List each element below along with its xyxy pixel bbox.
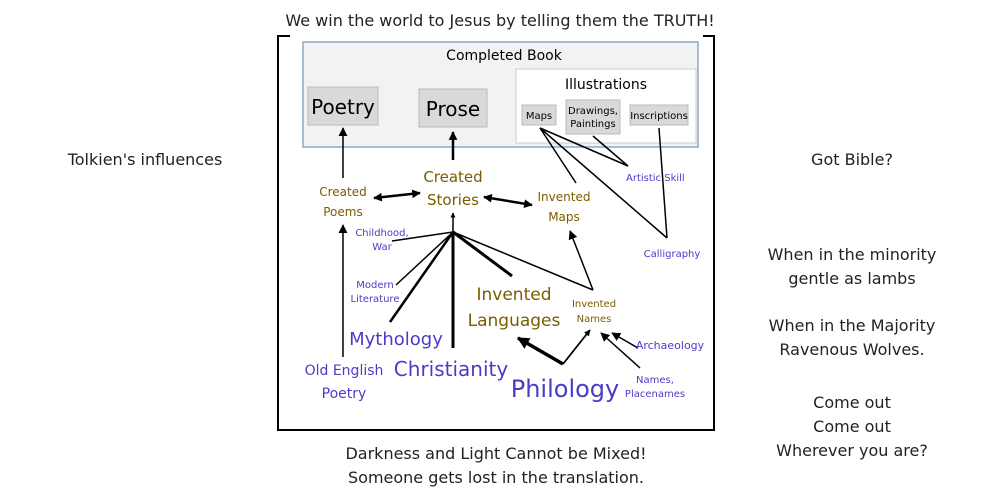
inscriptions-box <box>629 104 689 126</box>
illustrations-label: Illustrations <box>565 77 647 93</box>
invented-languages-line-1: Invented <box>477 285 552 305</box>
arrow-archaeology-names <box>611 332 639 349</box>
maps-box <box>521 104 557 126</box>
drawings-paintings-box <box>565 99 621 135</box>
invented-names-line-2: Names <box>577 314 612 325</box>
arrow-stories-maps <box>483 193 533 209</box>
created-stories-line-1: Created <box>423 168 482 186</box>
line-maps-calligraphy <box>539 127 668 239</box>
line-hub-childhood <box>391 231 454 242</box>
invented-names-line-1: Invented <box>572 299 616 310</box>
arrow-philology-languages <box>516 336 564 366</box>
modern-literature-line-2: Literature <box>351 294 400 305</box>
old-english-poetry-line-1: Old English <box>305 363 384 379</box>
majority-line-1: When in the Majority <box>768 316 936 335</box>
bottom-caption-line-2: Someone gets lost in the translation. <box>348 468 644 487</box>
majority-line-2: Ravenous Wolves. <box>779 340 925 359</box>
right-text-got-bible: Got Bible? <box>811 150 893 169</box>
line-hub-names <box>452 231 594 291</box>
arrow-names-invented-maps <box>568 230 594 291</box>
arrow-poems-stories <box>373 189 421 202</box>
paintings-label: Paintings <box>570 119 615 130</box>
artistic-skill-label: Artistic Skill <box>626 173 685 184</box>
bottom-caption: Darkness and Light Cannot be Mixed! Some… <box>278 442 714 490</box>
archaeology-label: Archaeology <box>636 339 705 352</box>
childhood-war-line-1: Childhood, <box>355 228 408 239</box>
gold-labels: Created Poems Created Stories Invented M… <box>319 168 616 331</box>
mythology-label: Mythology <box>349 329 443 350</box>
come-out-line-3: Wherever you are? <box>776 441 928 460</box>
minority-line-1: When in the minority <box>767 245 937 264</box>
left-text-tolkiens-influences: Tolkien's influences <box>67 150 223 169</box>
invented-languages-line-2: Languages <box>468 311 561 331</box>
right-text-minority: When in the minority gentle as lambs <box>742 243 962 291</box>
come-out-line-1: Come out <box>813 393 891 412</box>
diagram-arrows <box>338 127 668 369</box>
created-poems-line-2: Poems <box>323 205 362 219</box>
line-hub-mythology <box>388 231 455 323</box>
come-out-line-2: Come out <box>813 417 891 436</box>
arrow-philology-names <box>562 329 591 365</box>
bottom-caption-line-1: Darkness and Light Cannot be Mixed! <box>345 444 647 463</box>
names-placenames-line-2: Placenames <box>625 389 685 400</box>
modern-literature-line-1: Modern <box>356 280 394 291</box>
line-inscriptions-calligraphy <box>658 127 668 239</box>
prose-label: Prose <box>426 97 480 121</box>
invented-maps-line-1: Invented <box>538 190 591 204</box>
old-english-poetry-line-2: Poetry <box>322 386 367 402</box>
created-poems-line-1: Created <box>319 185 367 199</box>
completed-book-label: Completed Book <box>446 48 563 64</box>
poetry-box <box>307 86 379 126</box>
inscriptions-label: Inscriptions <box>630 111 688 122</box>
line-drawings-artistic <box>592 135 629 167</box>
top-caption: We win the world to Jesus by telling the… <box>285 11 715 30</box>
line-hub-modern <box>395 231 454 286</box>
purple-labels: Artistic Skill Calligraphy Childhood, Wa… <box>305 173 705 403</box>
right-text-come-out: Come out Come out Wherever you are? <box>742 391 962 463</box>
names-placenames-line-1: Names, <box>636 375 674 386</box>
arrow-placenames-names <box>600 332 641 369</box>
calligraphy-label: Calligraphy <box>644 249 701 260</box>
minority-line-2: gentle as lambs <box>788 269 916 288</box>
line-maps-artistic <box>539 127 629 167</box>
line-hub-languages <box>452 230 513 278</box>
drawings-label: Drawings, <box>568 106 618 117</box>
diagram-frame <box>277 35 715 431</box>
invented-maps-line-2: Maps <box>548 210 580 224</box>
christianity-label: Christianity <box>394 357 509 381</box>
right-text-majority: When in the Majority Ravenous Wolves. <box>742 314 962 362</box>
created-stories-line-2: Stories <box>427 191 479 209</box>
maps-label: Maps <box>526 111 552 122</box>
philology-label: Philology <box>511 375 620 403</box>
childhood-war-line-2: War <box>372 242 392 253</box>
line-maps-invented-maps <box>539 127 577 184</box>
prose-box <box>418 88 488 128</box>
poetry-label: Poetry <box>311 95 375 119</box>
